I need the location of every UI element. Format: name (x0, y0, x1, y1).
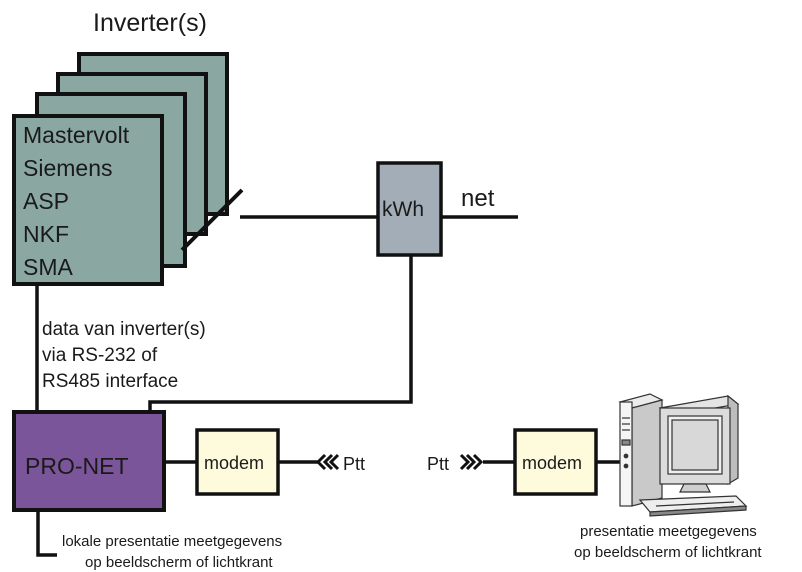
data-link-line-2: via RS-232 of (42, 345, 158, 366)
remote-presentation-line-2: op beeldscherm of lichtkrant (574, 544, 762, 561)
inverter-brand-list: Mastervolt Siemens ASP NKF SMA (23, 122, 130, 280)
local-presentation-line-2: op beeldscherm of lichtkrant (85, 554, 273, 571)
ptt-plug-left-icon (315, 453, 340, 471)
inverter-connector (180, 188, 244, 252)
kwh-meter-label: kWh (382, 198, 424, 221)
brand-sma: SMA (23, 254, 74, 280)
remote-presentation-line-1: presentatie meetgegevens (580, 523, 757, 540)
modem-left-label: modem (204, 453, 264, 473)
meter-to-controller-line (148, 255, 413, 412)
ptt-plug-right-icon (459, 453, 484, 471)
brand-mastervolt: Mastervolt (23, 122, 130, 148)
inverter-title: Inverter(s) (93, 9, 207, 37)
pro-net-label: PRO-NET (25, 453, 129, 479)
remote-presentation-caption: presentatie meetgegevens op beeldscherm … (574, 523, 762, 561)
brand-asp: ASP (23, 188, 69, 214)
computer-icon (618, 393, 748, 517)
modem-left (195, 428, 280, 496)
modem-right (513, 428, 598, 496)
pro-net-controller (12, 410, 166, 512)
local-presentation-line-1: lokale presentatie meetgegevens (62, 533, 282, 550)
local-output-line (36, 510, 57, 557)
ptt-left-label: Ptt (343, 454, 365, 474)
inverter-stack (12, 52, 244, 286)
kwh-meter (376, 161, 443, 257)
brand-siemens: Siemens (23, 155, 112, 181)
local-presentation-caption: lokale presentatie meetgegevens op beeld… (62, 533, 282, 571)
grid-label: net (461, 185, 495, 212)
data-link-line-3: RS485 interface (42, 371, 178, 392)
data-link-description: data van inverter(s) via RS-232 of RS485… (42, 319, 206, 392)
data-link-line-1: data van inverter(s) (42, 319, 206, 340)
brand-nkf: NKF (23, 221, 69, 247)
modem-right-label: modem (522, 453, 582, 473)
ptt-right-label: Ptt (427, 454, 449, 474)
connection-lines (35, 215, 620, 557)
inverter-card-1 (12, 114, 164, 286)
